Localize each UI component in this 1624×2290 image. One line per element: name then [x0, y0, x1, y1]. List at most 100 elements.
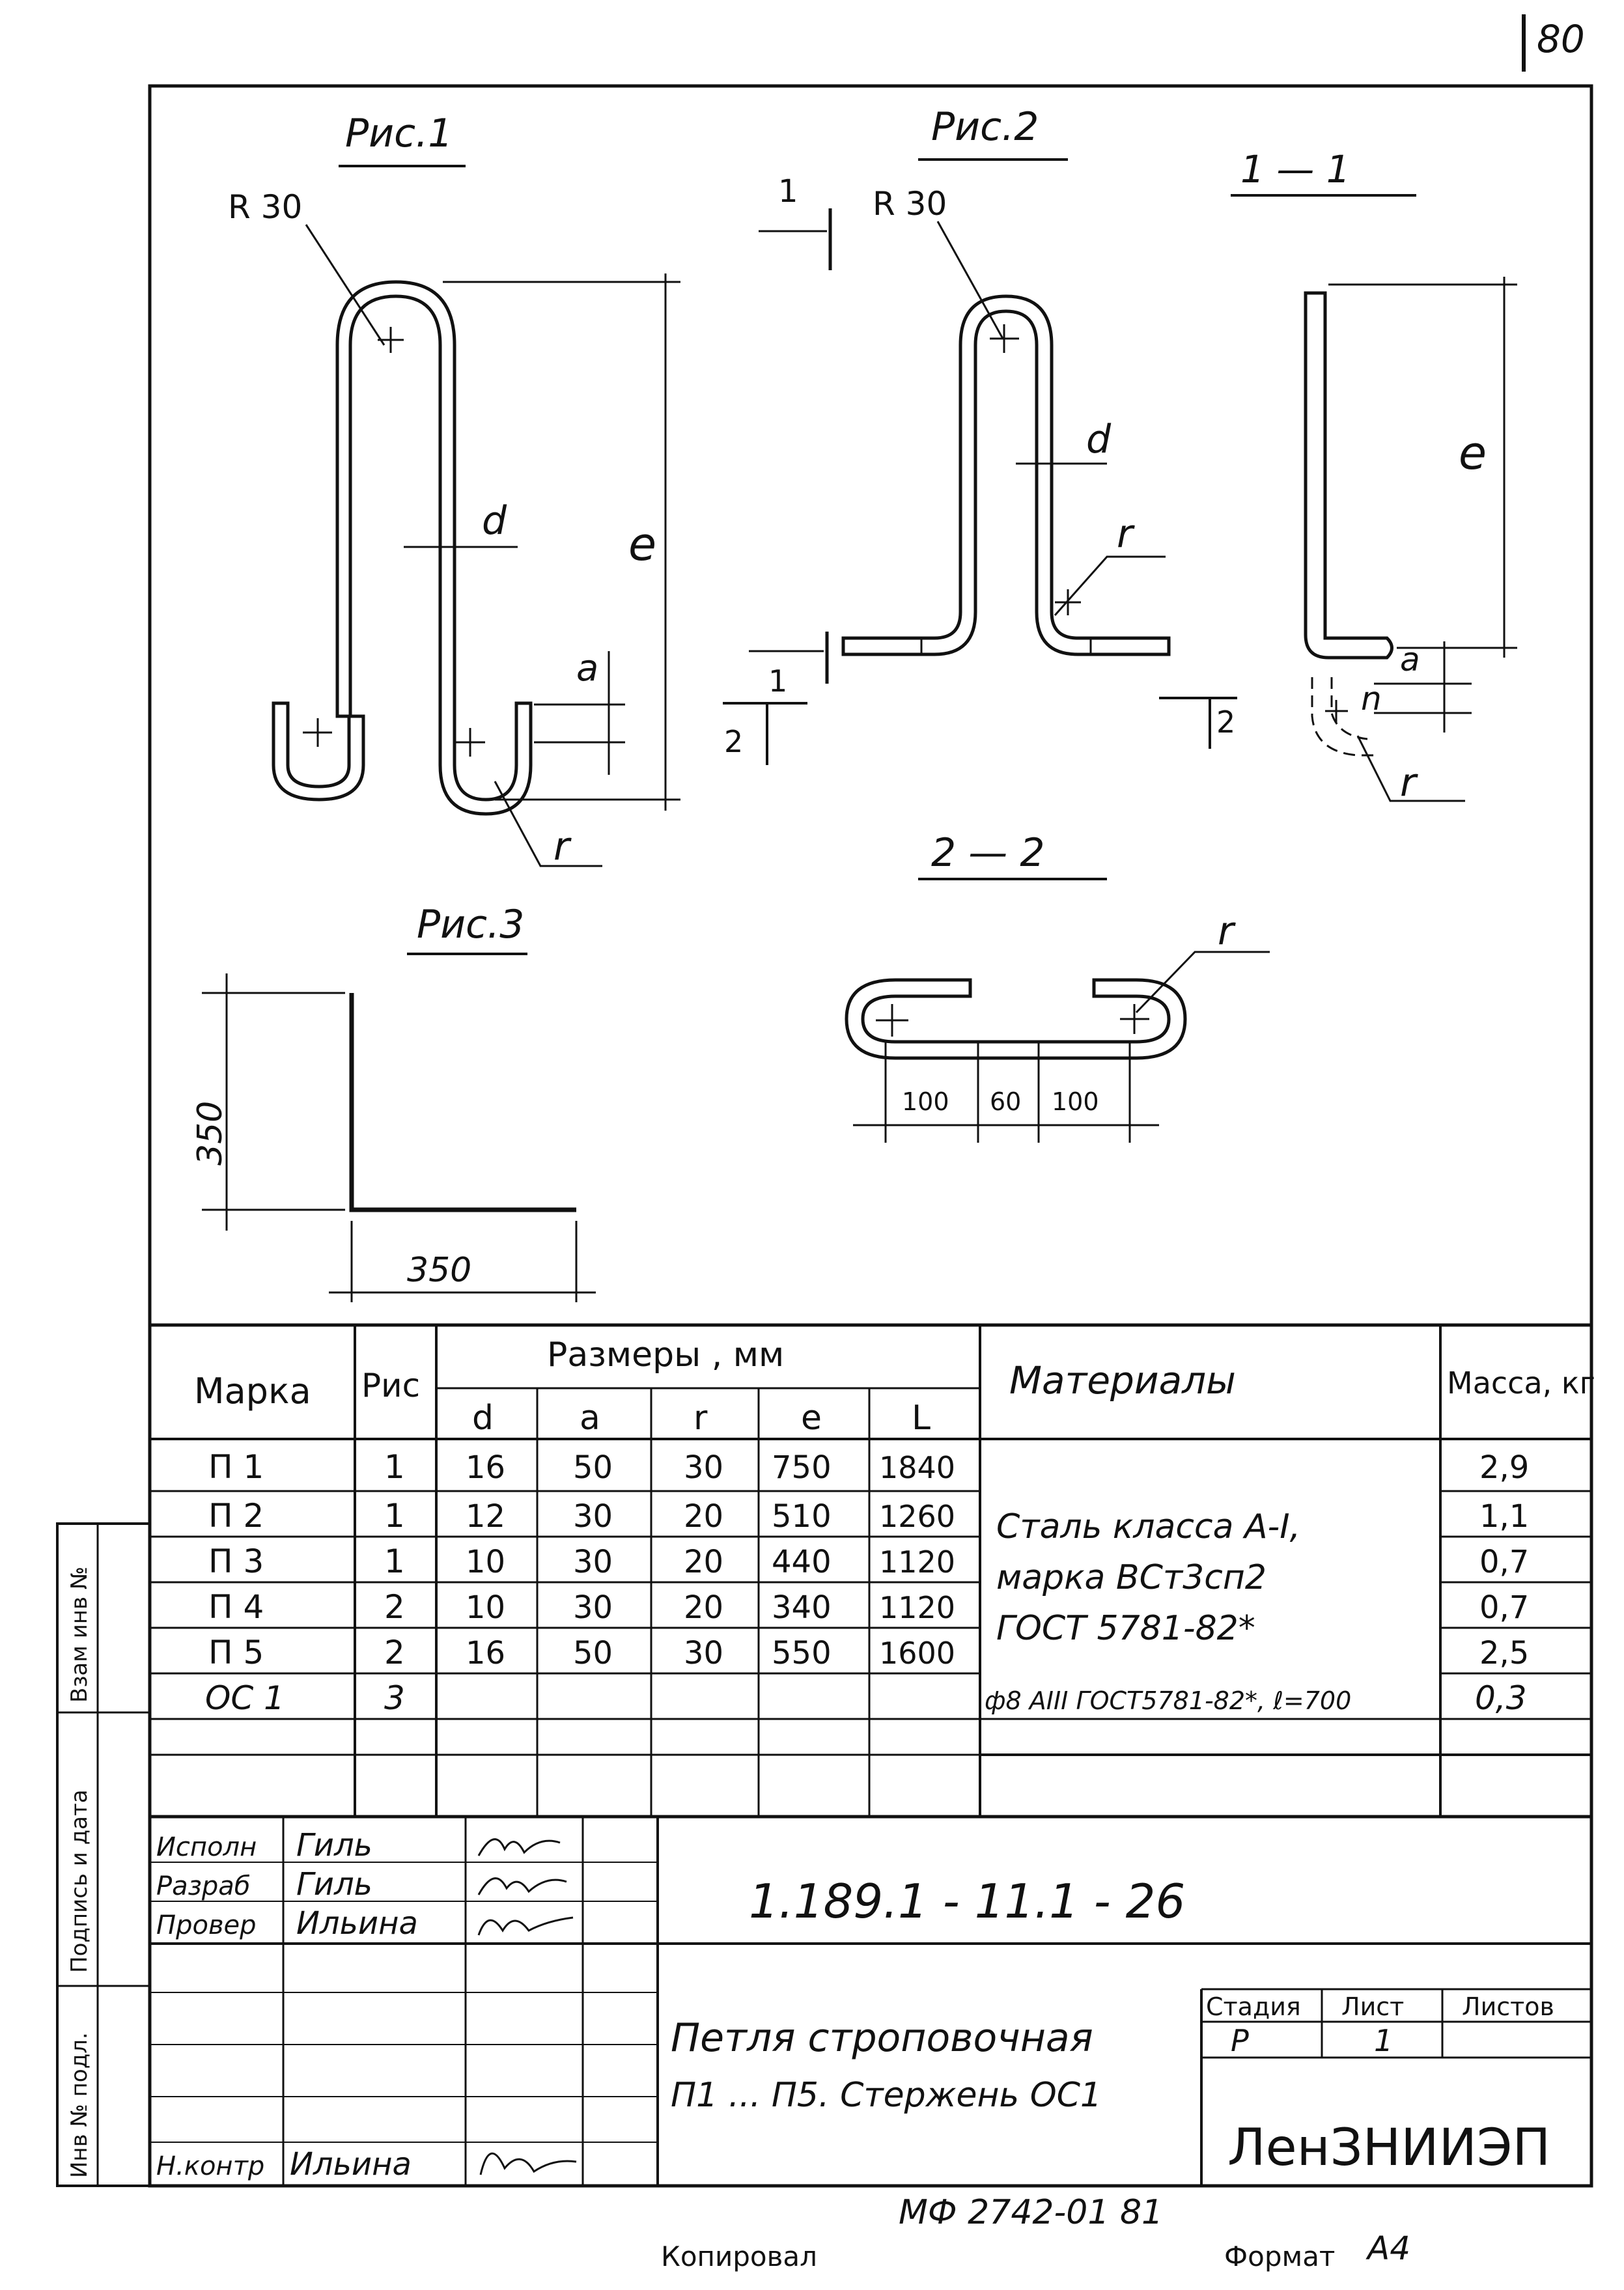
row1-mark: П 1: [208, 1448, 264, 1486]
header-dims-group: Размеры , мм: [547, 1335, 784, 1375]
row3-fig: 1: [384, 1543, 405, 1580]
fig2-cut1-top: 1: [778, 173, 798, 210]
row3-r: 20: [684, 1544, 723, 1580]
header-mass: Масса, кг: [1447, 1365, 1595, 1401]
row2-L: 1260: [879, 1499, 955, 1534]
copied-label: Копировал: [661, 2241, 817, 2272]
format-value: А4: [1365, 2229, 1410, 2267]
figure-3: Рис.3 350 350: [191, 902, 596, 1302]
fig2-cut2-right: 2: [1216, 705, 1235, 740]
sec11-profile: [1304, 291, 1393, 660]
row5-fig: 2: [384, 1634, 405, 1671]
signature-prover: [477, 1916, 574, 1936]
row6-mark: ОС 1: [205, 1679, 285, 1717]
row3-L: 1120: [879, 1544, 955, 1580]
fig2-cut2-left: 2: [724, 724, 743, 759]
fig1-label-r: r: [553, 824, 572, 869]
header-a: a: [580, 1399, 600, 1438]
fig1-caption: Рис.1: [345, 111, 453, 156]
row2-r: 20: [684, 1498, 723, 1535]
role-prover: Провер: [156, 1910, 257, 1940]
fig2-label-r: r: [1117, 511, 1135, 557]
doc-title-1: Петля строповочная: [671, 2015, 1093, 2061]
sheet-value: 1: [1374, 2023, 1393, 2058]
section-1-1: 1 — 1 e a n r: [1231, 147, 1517, 805]
material-line-3: ГОСТ 5781-82*: [996, 1609, 1255, 1648]
org-name: ЛенЗНИИЭП: [1227, 2119, 1550, 2177]
fig1-label-d: d: [482, 498, 507, 544]
row1-d: 16: [466, 1449, 505, 1486]
archive-number: МФ 2742-01 81: [899, 2193, 1163, 2232]
role-razrab: Разраб: [156, 1871, 250, 1901]
stage-value: Р: [1231, 2023, 1249, 2058]
sec22-dim-3: 100: [1052, 1087, 1099, 1116]
fig3-bar: [349, 993, 576, 1212]
row4-mark: П 4: [208, 1588, 264, 1626]
stage-label: Стадия: [1206, 1992, 1301, 2021]
signature-nkontr: [479, 2153, 577, 2175]
sheet-label: Лист: [1341, 1992, 1404, 2021]
doc-code: 1.189.1 - 11.1 - 26: [749, 1874, 1185, 1929]
header-e: e: [801, 1399, 822, 1438]
side-podpis-data: Подпись и дата: [66, 1789, 92, 1973]
side-strip: Взам инв № Подпись и дата Инв № подл.: [56, 1522, 151, 2187]
row2-a: 30: [573, 1498, 613, 1535]
role-nkontr: Н.контр: [156, 2151, 264, 2181]
row2-d: 12: [466, 1498, 505, 1535]
material-line-1: Сталь класса А-I,: [996, 1507, 1300, 1546]
row4-d: 10: [466, 1589, 505, 1626]
row4-a: 30: [573, 1589, 613, 1626]
spec-table: Марка Рис Размеры , мм d a r e L Материа…: [150, 1323, 1595, 1819]
row6-mass: 0,3: [1475, 1679, 1527, 1717]
name-nkontr: Ильина: [290, 2146, 412, 2183]
row1-e: 750: [772, 1449, 832, 1486]
fig3-caption: Рис.3: [417, 902, 524, 947]
row2-fig: 1: [384, 1497, 405, 1535]
signature-razrab: [477, 1877, 567, 1895]
row1-fig: 1: [384, 1448, 405, 1486]
row5-e: 550: [772, 1635, 832, 1671]
row3-e: 440: [772, 1544, 832, 1580]
role-ispoln: Исполн: [156, 1832, 257, 1862]
sec22-dim-1: 100: [902, 1087, 949, 1116]
row4-e: 340: [772, 1589, 832, 1626]
row1-mass: 2,9: [1479, 1449, 1529, 1486]
header-r: r: [693, 1399, 708, 1438]
fig1-label-a: a: [576, 647, 598, 690]
row4-L: 1120: [879, 1590, 955, 1625]
name-prover: Ильина: [296, 1905, 418, 1942]
row4-fig: 2: [384, 1588, 405, 1626]
row2-mass: 1,1: [1479, 1498, 1529, 1535]
sec22-dim-2: 60: [990, 1087, 1021, 1116]
sec11-label-e: e: [1459, 426, 1487, 480]
format-label: Формат: [1224, 2241, 1335, 2272]
row5-a: 50: [573, 1635, 613, 1671]
row3-mark: П 3: [208, 1543, 264, 1580]
row4-mass: 0,7: [1479, 1589, 1529, 1626]
name-razrab: Гиль: [296, 1866, 372, 1903]
footer: МФ 2742-01 81 Копировал Формат А4: [661, 2193, 1410, 2272]
sheet-frame: [148, 84, 1593, 2188]
row5-mass: 2,5: [1479, 1635, 1529, 1671]
row5-d: 16: [466, 1635, 505, 1671]
row5-r: 30: [684, 1635, 723, 1671]
row1-L: 1840: [879, 1450, 955, 1485]
row2-mark: П 2: [208, 1497, 264, 1535]
material-line-2: марка ВСт3сп2: [996, 1558, 1267, 1597]
figure-2: Рис.2 R 30 1 d r 1 2 2: [723, 104, 1237, 765]
row3-a: 30: [573, 1544, 613, 1580]
side-vzam-inv: Взам инв №: [66, 1567, 92, 1703]
sec11-label-r: r: [1400, 760, 1418, 805]
material-oc1: ф8 АIII ГОСТ5781-82*, ℓ=700: [985, 1686, 1351, 1715]
row3-d: 10: [466, 1544, 505, 1580]
sec22-caption: 2 — 2: [931, 830, 1045, 876]
fig1-loop-outer: [272, 280, 533, 816]
row3-mass: 0,7: [1479, 1544, 1529, 1580]
fig3-dim-vertical: 350: [191, 1101, 230, 1166]
fig2-t-shape: [841, 294, 1171, 656]
fig2-radius-label: R 30: [873, 185, 947, 223]
sheet-number: 80: [1537, 17, 1585, 61]
figure-1: Рис.1 R 30 d e a r: [228, 111, 680, 869]
row4-r: 20: [684, 1589, 723, 1626]
